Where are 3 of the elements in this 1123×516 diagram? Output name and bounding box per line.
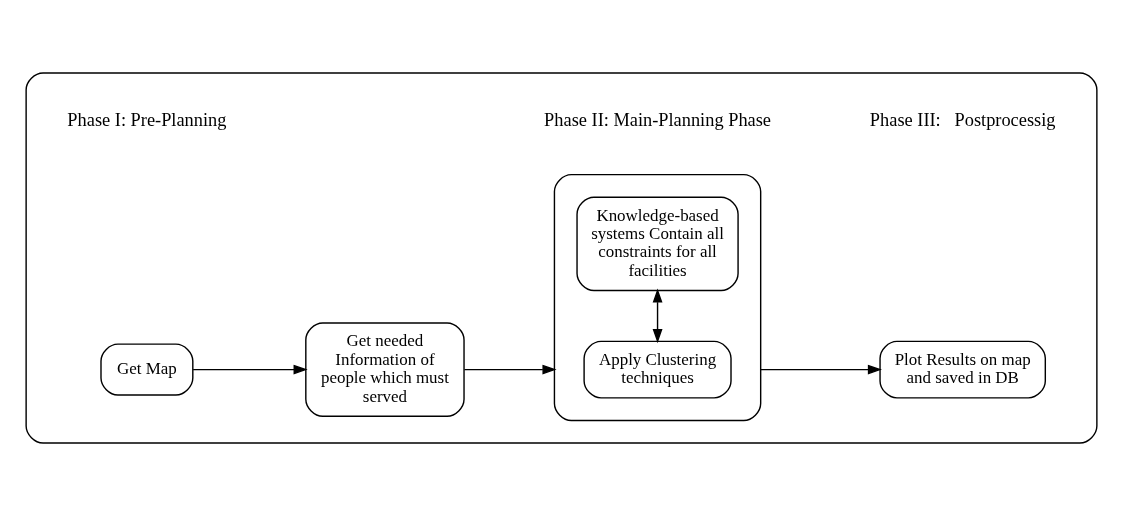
- label: Phase II: Main-Planning Phase: [544, 109, 772, 130]
- label: Phase I: Pre-Planning: [67, 109, 227, 130]
- label: Phase III: Postprocessig: [869, 109, 1056, 130]
